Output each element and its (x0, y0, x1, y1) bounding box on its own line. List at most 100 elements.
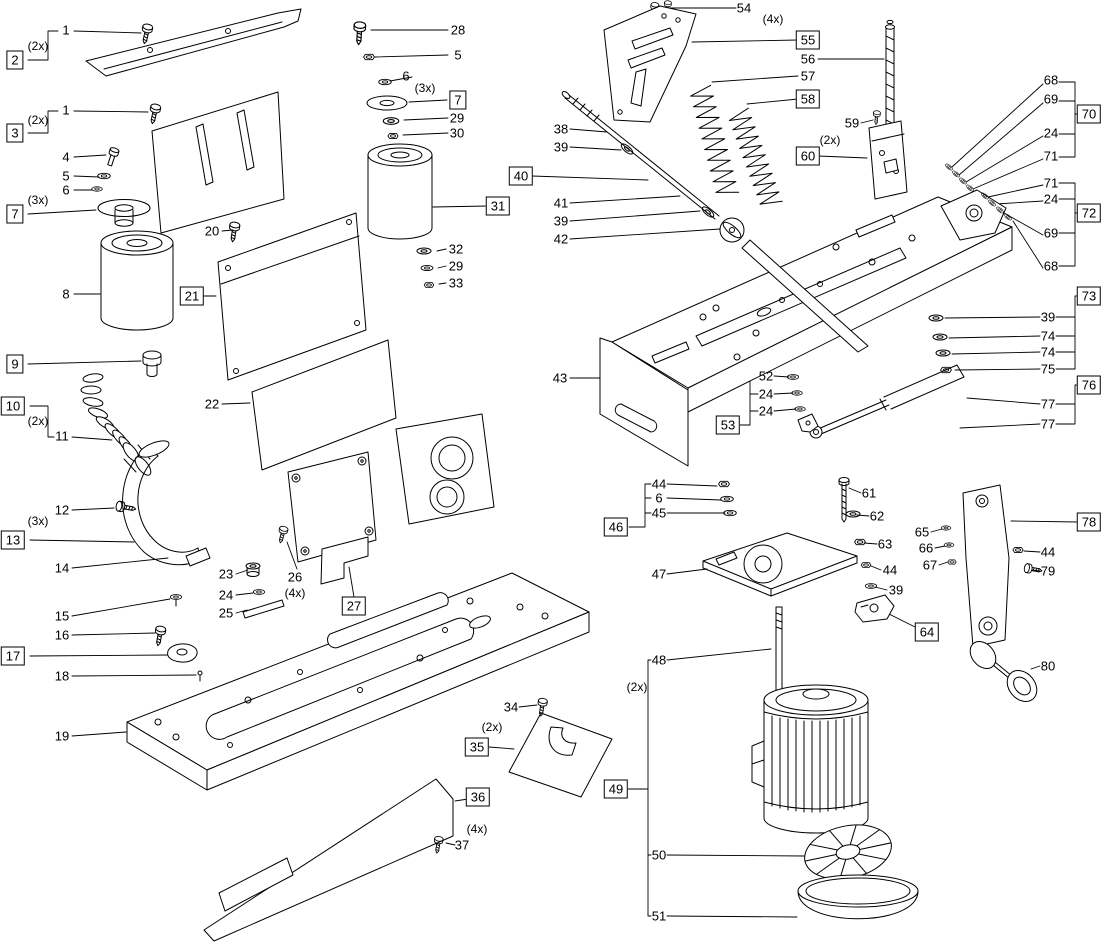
part-number-29: 29 (448, 258, 464, 274)
quantity-note: (2x) (27, 414, 49, 428)
quantity-note: (3x) (414, 81, 436, 95)
quantity-note: (2x) (27, 39, 49, 53)
part-triangle-plate-36 (203, 778, 454, 942)
assembly-number-35: 35 (464, 737, 490, 757)
part-number-29: 29 (449, 110, 465, 126)
part-fan-cover-51 (797, 874, 919, 920)
part-number-24: 24 (218, 587, 234, 603)
assembly-number-7: 7 (449, 90, 467, 110)
part-motor-49 (751, 684, 869, 834)
part-clamp-64 (854, 594, 895, 623)
part-number-74: 74 (1040, 344, 1056, 360)
part-number-26: 26 (287, 569, 303, 585)
part-link-78 (962, 484, 1010, 648)
part-pin-18 (197, 670, 203, 682)
part-spring-57 (690, 84, 740, 193)
part-number-74: 74 (1040, 328, 1056, 344)
part-number-11: 11 (55, 428, 69, 444)
part-number-44: 44 (1040, 544, 1056, 560)
part-roller-8 (100, 230, 174, 331)
part-number-52: 52 (758, 368, 774, 384)
quantity-note: (4x) (466, 822, 488, 836)
part-number-77: 77 (1040, 416, 1056, 432)
part-plate-35 (508, 712, 613, 798)
part-fan-50 (804, 824, 892, 880)
assembly-number-53: 53 (715, 415, 741, 435)
part-number-19: 19 (54, 728, 70, 744)
part-number-14: 14 (54, 560, 70, 576)
part-number-5: 5 (62, 168, 70, 184)
part-number-69: 69 (1043, 225, 1059, 241)
part-plate-22 (251, 339, 397, 471)
part-chassis-frame-43 (599, 189, 1013, 467)
part-plate-21 (217, 212, 367, 381)
assembly-number-31: 31 (485, 196, 511, 216)
part-fork-53 (797, 413, 819, 433)
part-cap-15 (169, 594, 183, 607)
part-flange-7-mid (366, 95, 408, 111)
part-number-39: 39 (553, 213, 569, 229)
quantity-note: (2x) (27, 113, 49, 127)
part-housing-two-bosses (395, 413, 495, 525)
part-number-6: 6 (402, 68, 410, 84)
part-number-20: 20 (204, 223, 220, 239)
part-number-65: 65 (914, 524, 930, 540)
part-number-15: 15 (54, 608, 70, 624)
quantity-note: (2x) (626, 680, 648, 694)
part-number-71: 71 (1043, 148, 1059, 164)
part-number-25: 25 (218, 605, 234, 621)
part-number-68: 68 (1043, 258, 1059, 274)
part-number-38: 38 (553, 121, 569, 137)
part-number-57: 57 (800, 68, 816, 84)
assembly-number-73: 73 (1076, 286, 1102, 306)
part-number-79: 79 (1040, 563, 1056, 579)
assembly-number-58: 58 (795, 89, 821, 109)
part-number-45: 45 (651, 505, 667, 521)
part-number-71: 71 (1043, 175, 1059, 191)
quantity-note: (3x) (27, 514, 49, 528)
part-number-5: 5 (454, 47, 462, 63)
assembly-number-76: 76 (1076, 375, 1102, 395)
part-number-61: 61 (861, 485, 877, 501)
part-cylinder-31 (367, 143, 433, 240)
part-bracket-17 (167, 643, 198, 663)
part-bracket-27 (287, 451, 377, 585)
part-spring-58 (728, 107, 783, 205)
assembly-number-2: 2 (6, 50, 24, 70)
part-arm-55 (603, 5, 697, 123)
assembly-number-70: 70 (1076, 104, 1102, 124)
assembly-number-21: 21 (179, 286, 205, 306)
assembly-number-9: 9 (6, 354, 24, 374)
part-number-39: 39 (888, 582, 904, 598)
part-number-39: 39 (553, 139, 569, 155)
quantity-note: (3x) (27, 193, 49, 207)
assembly-number-13: 13 (0, 530, 26, 550)
part-number-41: 41 (553, 195, 569, 211)
part-number-69: 69 (1043, 91, 1059, 107)
part-number-50: 50 (651, 847, 667, 863)
part-number-44: 44 (882, 562, 898, 578)
assembly-number-3: 3 (6, 123, 24, 143)
assembly-number-10: 10 (0, 396, 26, 416)
quantity-note: (4x) (284, 586, 306, 600)
part-flange-7 (97, 199, 151, 227)
part-number-23: 23 (218, 566, 234, 582)
part-number-68: 68 (1043, 72, 1059, 88)
assembly-number-72: 72 (1076, 203, 1102, 223)
assembly-number-36: 36 (465, 787, 491, 807)
part-number-51: 51 (651, 908, 667, 924)
part-number-39: 39 (1040, 309, 1056, 325)
assembly-number-40: 40 (508, 166, 534, 186)
part-number-34: 34 (503, 699, 519, 715)
part-swivel-plate-47 (702, 532, 858, 597)
part-bolt-9 (142, 350, 162, 377)
part-number-80: 80 (1040, 658, 1056, 674)
part-spindle-rod-56 (885, 19, 895, 142)
part-number-6: 6 (655, 490, 663, 506)
part-number-24: 24 (758, 403, 774, 419)
part-number-32: 32 (448, 241, 464, 257)
assembly-number-78: 78 (1076, 512, 1102, 532)
assembly-number-17: 17 (0, 646, 26, 666)
quantity-note: (4x) (762, 12, 784, 26)
part-number-56: 56 (800, 51, 816, 67)
